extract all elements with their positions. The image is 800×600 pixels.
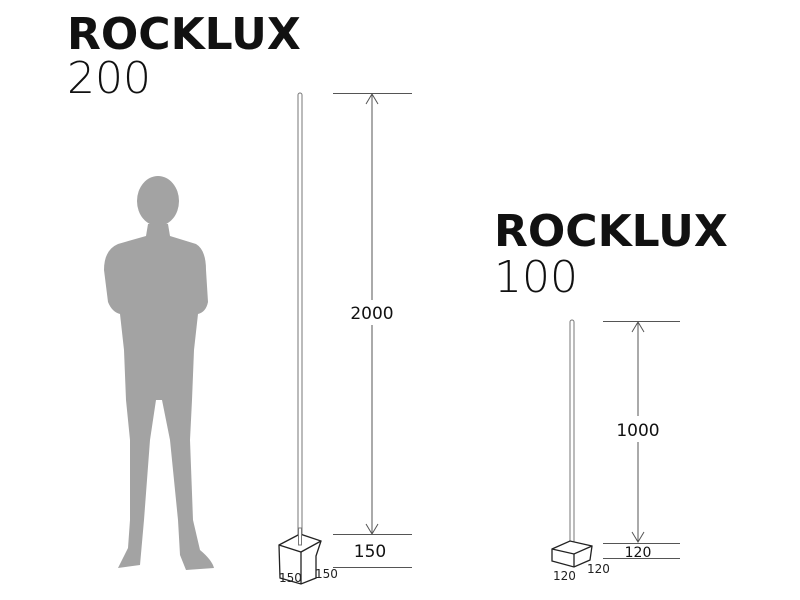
base-depth-label-100: 120 bbox=[587, 562, 610, 576]
product-1-name: ROCKLUX bbox=[67, 9, 301, 60]
height-dimension-100 bbox=[603, 321, 680, 559]
base-width-label-100: 120 bbox=[553, 569, 576, 583]
height-label-100: 1000 bbox=[616, 421, 659, 441]
product-2-model: 100 bbox=[494, 252, 578, 303]
person-silhouette bbox=[104, 176, 214, 570]
base-height-label-200: 150 bbox=[354, 542, 386, 562]
base-height-label-100: 120 bbox=[625, 545, 652, 561]
lamp-100-base bbox=[551, 540, 593, 568]
lamp-100-pole bbox=[569, 319, 575, 551]
height-dimension-200 bbox=[333, 93, 412, 568]
height-label-200: 2000 bbox=[350, 304, 393, 324]
lamp-200-pole bbox=[297, 92, 303, 538]
product-2-name: ROCKLUX bbox=[494, 206, 728, 257]
product-1-model: 200 bbox=[67, 53, 151, 104]
base-depth-label: 150 bbox=[315, 567, 338, 581]
lamp-200-base bbox=[278, 527, 322, 585]
base-width-label: 150 bbox=[279, 571, 302, 585]
